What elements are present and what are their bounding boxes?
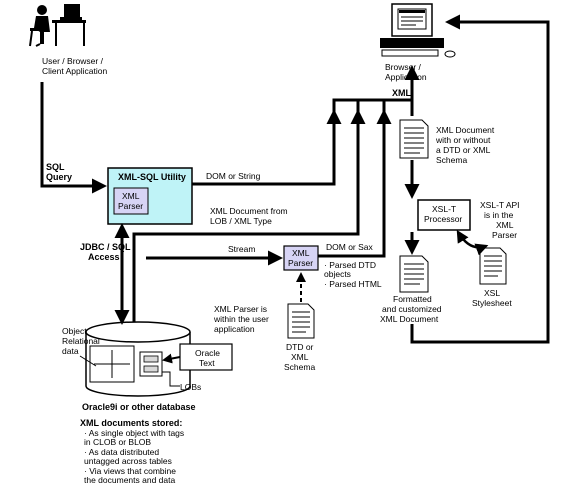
oracle-text-box [179, 343, 233, 371]
xml-parser-note: XML Parser is within the user applicatio… [213, 304, 271, 334]
parsed-outputs-label: · Parsed DTD objects · Parsed HTML [324, 260, 382, 289]
storage-title: XML documents stored: [80, 418, 182, 428]
xslt-api-note: XSL-T API is in the XML Parser [480, 200, 522, 240]
xml-from-lob-label: XML Document from LOB / XML Type [210, 206, 290, 226]
edge-sql-query [40, 82, 107, 194]
xml-parser-inner-label: XML Parser [118, 191, 143, 211]
xml-document-top-icon [399, 119, 429, 159]
browser-label: Browser / Application [385, 62, 427, 82]
object-relational-label: Object Relational data [62, 326, 102, 356]
edge-xslt-api [456, 229, 489, 256]
stream-label: Stream [228, 244, 255, 254]
dom-or-sax-label: DOM or Sax [326, 242, 374, 252]
connectors [40, 14, 550, 344]
sql-query-label: SQL Query [46, 162, 72, 182]
formatted-document-label: Formatted and customized XML Document [380, 294, 444, 324]
oracle-text-label: Oracle Text [195, 348, 222, 368]
xml-label: XML [392, 88, 412, 98]
xslt-processor-box [417, 199, 471, 231]
dtd-document-label: DTD or XML Schema [284, 342, 316, 372]
xml-parser-inner-box [113, 187, 149, 215]
storage-notes: · As single object with tags in CLOB or … [84, 428, 187, 485]
database-icon [85, 321, 191, 397]
formatted-document-icon [399, 255, 429, 293]
dtd-document-icon [287, 303, 315, 339]
user-icon [29, 4, 86, 47]
edge-dom-or-string [192, 109, 342, 186]
xsl-stylesheet-label: XSL Stylesheet [472, 288, 512, 308]
dom-or-string-label: DOM or String [206, 171, 261, 181]
xslt-processor-label: XSL-T Processor [424, 204, 462, 224]
xsl-stylesheet-icon [479, 247, 507, 285]
xml-parser-mid-label: XML Parser [288, 248, 313, 268]
user-label: User / Browser / Client Application [42, 56, 107, 76]
database-caption: Oracle9i or other database [82, 402, 196, 412]
edge-dom-or-sax [318, 109, 392, 258]
xml-sql-utility-title: XML-SQL Utility [118, 172, 186, 182]
edge-xml-from-lob [132, 109, 366, 322]
jdbc-sql-label: JDBC / SQL Access [80, 242, 133, 262]
xml-document-top-label: XML Document with or without a DTD or XM… [435, 125, 497, 165]
edge-loop-to-browser [410, 14, 550, 344]
computer-icon [380, 3, 456, 58]
lobs-label: LOBs [180, 382, 201, 392]
edge-xml-to-browser [332, 65, 420, 112]
xml-parser-mid-box [283, 245, 319, 271]
